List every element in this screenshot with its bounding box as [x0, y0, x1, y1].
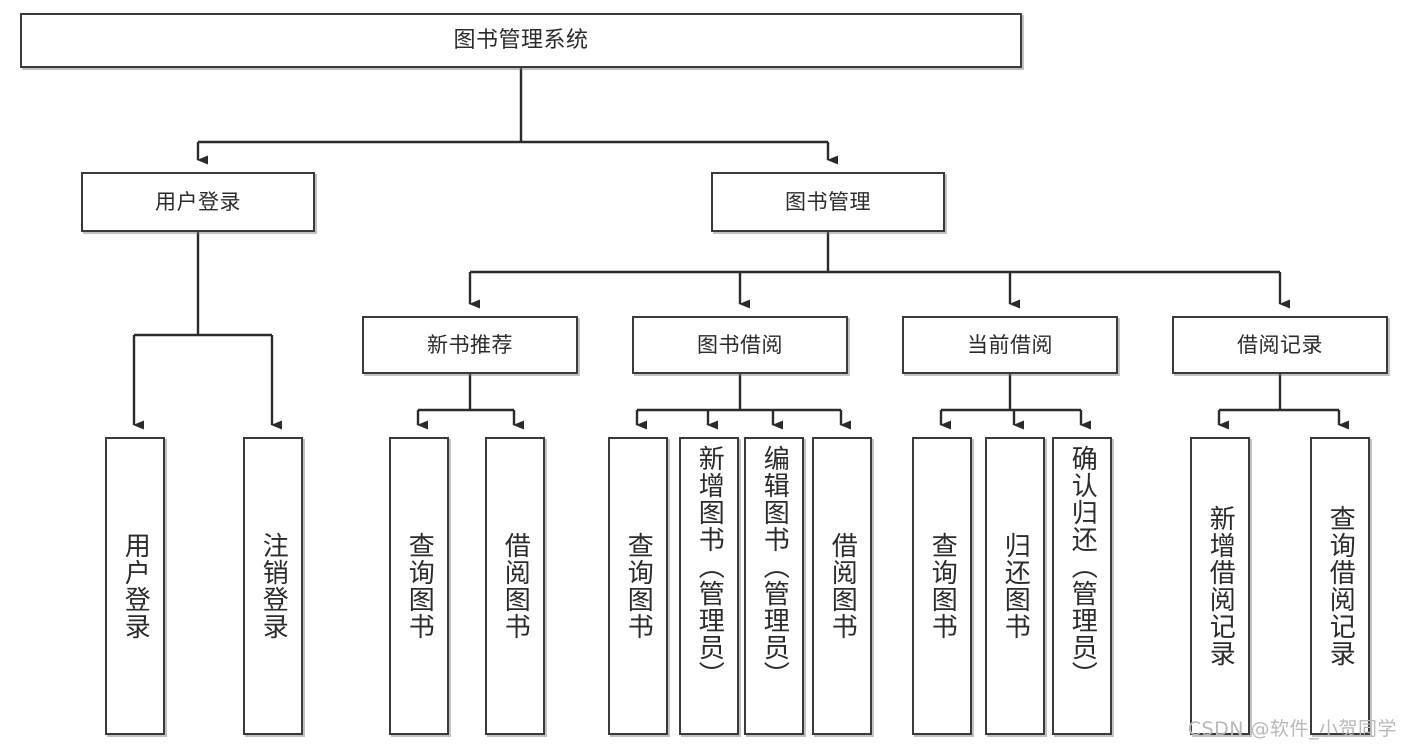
node-label: 图书借阅 [697, 332, 783, 357]
csdn-watermark: CSDN @软件_小贺同学 [1187, 718, 1397, 740]
node-leaf-6[interactable]: 编辑图书（管理员） [744, 437, 804, 735]
connector-root-to-level2 [196, 68, 838, 165]
connector-current-to-leaves [939, 374, 1091, 430]
node-label: 当前借阅 [967, 332, 1053, 357]
node-label: 借阅记录 [1237, 332, 1323, 357]
node-label: 用户登录 [120, 532, 151, 640]
node-label: 查询借阅记录 [1325, 505, 1356, 667]
node-leaf-4[interactable]: 查询图书 [608, 437, 668, 735]
node-label: 图书管理系统 [453, 27, 589, 53]
node-label: 新书推荐 [427, 332, 513, 357]
node-level3-0[interactable]: 新书推荐 [362, 316, 578, 374]
node-label: 新增图书（管理员） [694, 445, 725, 688]
node-label: 确认归还（管理员） [1067, 445, 1098, 688]
connector-books-to-level3 [468, 232, 1290, 309]
node-label: 新增借阅记录 [1205, 505, 1236, 667]
node-label: 编辑图书（管理员） [759, 445, 790, 688]
node-level2-0[interactable]: 用户登录 [81, 172, 315, 232]
node-leaf-11[interactable]: 新增借阅记录 [1190, 437, 1250, 735]
node-label: 查询图书 [927, 532, 958, 640]
node-leaf-9[interactable]: 归还图书 [985, 437, 1045, 735]
connector-recommend-to-leaves [416, 374, 524, 430]
connector-records-to-leaves [1217, 374, 1349, 430]
node-root[interactable]: 图书管理系统 [20, 13, 1022, 68]
node-label: 用户登录 [155, 189, 241, 214]
node-leaf-10[interactable]: 确认归还（管理员） [1052, 437, 1112, 735]
node-level3-2[interactable]: 当前借阅 [902, 316, 1118, 374]
node-level3-3[interactable]: 借阅记录 [1172, 316, 1388, 374]
node-leaf-7[interactable]: 借阅图书 [812, 437, 872, 735]
node-leaf-8[interactable]: 查询图书 [912, 437, 972, 735]
node-label: 查询图书 [404, 532, 435, 640]
node-leaf-0[interactable]: 用户登录 [105, 437, 165, 735]
node-label: 注销登录 [258, 532, 289, 640]
node-label: 借阅图书 [500, 532, 531, 640]
connector-borrow-to-leaves [635, 374, 851, 430]
node-leaf-12[interactable]: 查询借阅记录 [1310, 437, 1370, 735]
node-leaf-1[interactable]: 注销登录 [243, 437, 303, 735]
node-label: 查询图书 [623, 532, 654, 640]
node-label: 图书管理 [785, 189, 871, 214]
node-label: 归还图书 [1000, 532, 1031, 640]
node-leaf-2[interactable]: 查询图书 [389, 437, 449, 735]
node-label: 借阅图书 [827, 532, 858, 640]
node-level2-1[interactable]: 图书管理 [711, 172, 945, 232]
connector-login-to-leaves [132, 232, 282, 430]
node-leaf-5[interactable]: 新增图书（管理员） [679, 437, 739, 735]
node-level3-1[interactable]: 图书借阅 [632, 316, 848, 374]
node-leaf-3[interactable]: 借阅图书 [485, 437, 545, 735]
